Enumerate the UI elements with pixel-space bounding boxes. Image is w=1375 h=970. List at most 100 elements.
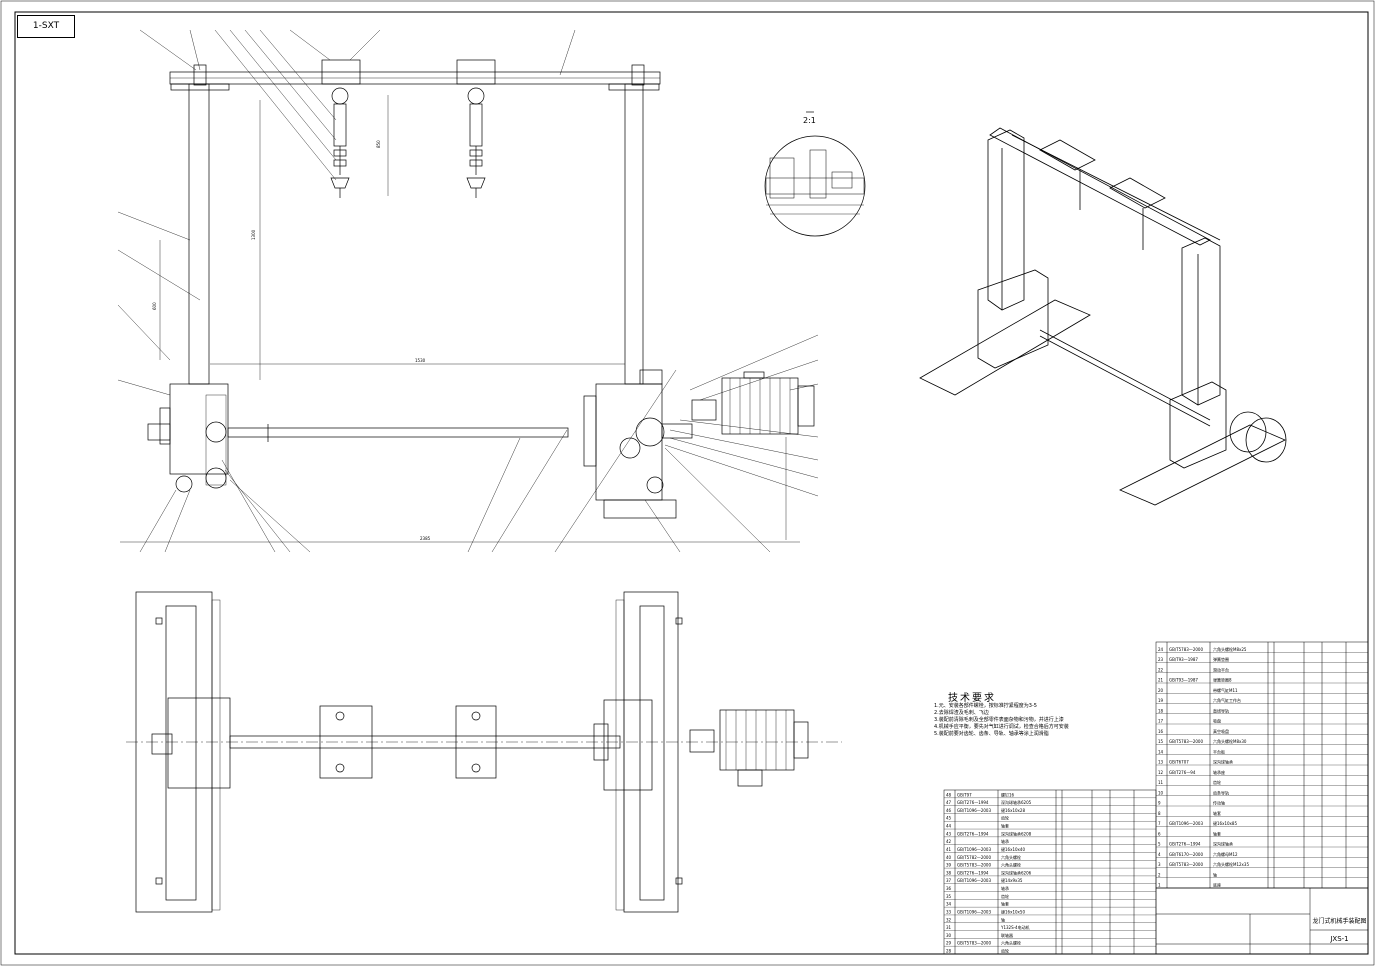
motor-front	[721, 371, 815, 435]
tech-note: 2.去除焊渣及毛刺、飞边	[934, 710, 989, 716]
bom-lower-cell: GB/T5782—2000	[957, 855, 991, 860]
bom-lower-cell: 45	[946, 816, 952, 821]
bom-lower-cell: GB/T1096—2003	[957, 808, 991, 813]
bom-upper-cell: 2	[1158, 872, 1161, 877]
bom-lower-cell: 六角头螺栓	[1001, 854, 1021, 860]
bom-upper-cell: 六角头螺栓M8x25	[1213, 646, 1247, 652]
bom-upper-cell: 六角螺母M12	[1213, 851, 1238, 857]
cylinder-left	[330, 87, 350, 198]
bom-lower-cell: 41	[946, 847, 952, 852]
tech-note: 4.机械手应平衡，要先对气缸进行调试，检查合格后方可安装	[934, 724, 1069, 730]
bom-upper-cell: 弹簧垫圈8	[1213, 677, 1232, 683]
bom-lower-cell: 46	[946, 808, 952, 813]
bom-upper-cell: 23	[1158, 657, 1164, 662]
bom-lower-cell: 42	[946, 839, 952, 844]
bom-lower-cell: GB/T276—1994	[957, 870, 989, 875]
bom-lower-cell: 32	[946, 917, 952, 922]
drawing-number: JXS-1	[1330, 935, 1349, 943]
bom-upper-cell: 键16x10x85	[1213, 820, 1237, 826]
bom-upper-cell: 10	[1158, 790, 1164, 795]
bom-upper-cell: 11	[1158, 780, 1164, 785]
bom-lower-cell: 齿轮	[1001, 948, 1009, 954]
bom-upper-cell: 13	[1158, 760, 1164, 765]
bom-upper-cell: 21	[1158, 678, 1164, 683]
bom-lower-cell: 轴	[1001, 916, 1005, 922]
bom-upper-cell: 六角头螺栓M8x30	[1213, 738, 1247, 744]
bom-upper-cell: 轴承座	[1213, 769, 1225, 775]
bom-upper-cell: 六角头螺栓M12x35	[1213, 861, 1249, 867]
bom-upper-cell: 12	[1158, 770, 1164, 775]
bom-lower-cell: 深沟球轴承6205	[1001, 799, 1032, 805]
bom-upper-cell: GB/T5783—2000	[1169, 739, 1203, 744]
bom-lower-cell: 键14x9x35	[1001, 877, 1023, 883]
bom-lower-cell: 齿轮	[1001, 815, 1009, 821]
dim-height-b: 1300	[251, 229, 256, 240]
bom-upper-cell: 1	[1158, 883, 1161, 888]
bom-upper-cell: GB/T276—94	[1169, 770, 1196, 775]
bom-upper-cell: 19	[1158, 698, 1164, 703]
tech-requirements-notes: 1.元、安装各部件螺栓，按标准拧紧程度为3-5 2.去除焊渣及毛刺、飞边 3.装…	[934, 703, 1094, 738]
bom-upper-cell: 4	[1158, 852, 1161, 857]
bom-lower-cell: 联轴器	[1001, 932, 1013, 938]
tech-note: 1.元、安装各部件螺栓，按标准拧紧程度为3-5	[934, 703, 1037, 709]
bom-upper-cell: 24	[1158, 647, 1164, 652]
bom-upper-cell: 弹簧垫圈	[1213, 656, 1229, 662]
bom-upper-cell: GB/T6707	[1169, 760, 1189, 765]
detail-view	[764, 111, 866, 237]
bom-upper-cell: 18	[1158, 708, 1164, 713]
tech-note: 5.装配前要对齿轮、齿条、导轨、轴承等涂上润滑脂	[934, 731, 1049, 737]
bom-lower-cell: 31	[946, 925, 952, 930]
bom-lower-cell: GB/T5783—2000	[957, 941, 991, 946]
bom-upper-cell: 14	[1158, 749, 1164, 754]
bom-lower-cell: 29	[946, 941, 952, 946]
bom-lower-cell: GB/T97	[957, 792, 972, 797]
bom-upper-cell: 真空吸盘	[1213, 728, 1229, 734]
bom-lower-cell: 六角头螺栓	[1001, 862, 1021, 868]
bom-upper-cell: 轴套	[1213, 830, 1221, 836]
bom-lower-cell: GB/T276—1994	[957, 800, 989, 805]
bom-upper-cell: 16	[1158, 729, 1164, 734]
bom-lower-cell: 39	[946, 863, 952, 868]
bom-lower-cell: 38	[946, 870, 952, 875]
bom-lower-cell: 28	[946, 949, 952, 954]
bom-lower-cell: 轴承	[1001, 885, 1009, 891]
bom-upper-cell: 底座	[1213, 882, 1221, 888]
bom-upper-cell: 齿轮	[1213, 779, 1221, 785]
bom-upper-cell: 7	[1158, 821, 1161, 826]
bom-lower-cell: 键16x10x28	[1001, 807, 1025, 813]
bom-lower-cell: 33	[946, 909, 952, 914]
bom-upper-cell: 齿条导轨	[1213, 789, 1229, 795]
bom-upper-cell: 3	[1158, 862, 1161, 867]
bom-lower-cell: GB/T1096—2003	[957, 909, 991, 914]
bom-lower-cell: 37	[946, 878, 952, 883]
bom-lower-cell: GB/T1096—2003	[957, 878, 991, 883]
dim-overall-width: 2385	[420, 536, 431, 541]
bom-lower-cell: Y132S-4电动机	[1000, 924, 1030, 930]
tech-note: 3.装配前清除毛刺及全部零件表面杂物和污物，并进行上漆	[934, 717, 1064, 723]
bom-lower-cell: 键16x10x50	[1001, 908, 1025, 914]
detail-scale-label: 2:1	[803, 116, 816, 125]
bom-upper-cell: 15	[1158, 739, 1164, 744]
bom-lower-cell: 深沟球轴承6206	[1001, 869, 1032, 875]
bom-lower-cell: 47	[946, 800, 952, 805]
bom-upper-cell: 直线导轨	[1213, 707, 1229, 713]
bom-upper-cell: 六角气缸工作台	[1213, 697, 1241, 703]
bom-upper-cell: GB/T1096—2003	[1169, 821, 1203, 826]
bom-lower-cell: 键16x10x40	[1001, 846, 1025, 852]
bom-upper-cell: 6	[1158, 831, 1161, 836]
tech-requirements-title: 技术要求	[948, 693, 996, 704]
bom-upper-cell: GB/T6170—2000	[1169, 852, 1203, 857]
bom-lower-cell: 轴套	[1001, 823, 1009, 829]
bom-lower-cell: 44	[946, 824, 952, 829]
bom-upper-cell: 吸盘	[1213, 718, 1221, 724]
bom-lower-cell: 40	[946, 855, 952, 860]
bom-upper-cell: GB/T5783—2000	[1169, 647, 1203, 652]
bom-upper-cell: 9	[1158, 801, 1161, 806]
bom-upper-cell: GB/T276—1994	[1169, 842, 1201, 847]
bom-lower-cell: 34	[946, 902, 952, 907]
bom-lower-cell: GB/T5783—2000	[957, 863, 991, 868]
bom-upper-cell: GB/T5783—2000	[1169, 862, 1203, 867]
